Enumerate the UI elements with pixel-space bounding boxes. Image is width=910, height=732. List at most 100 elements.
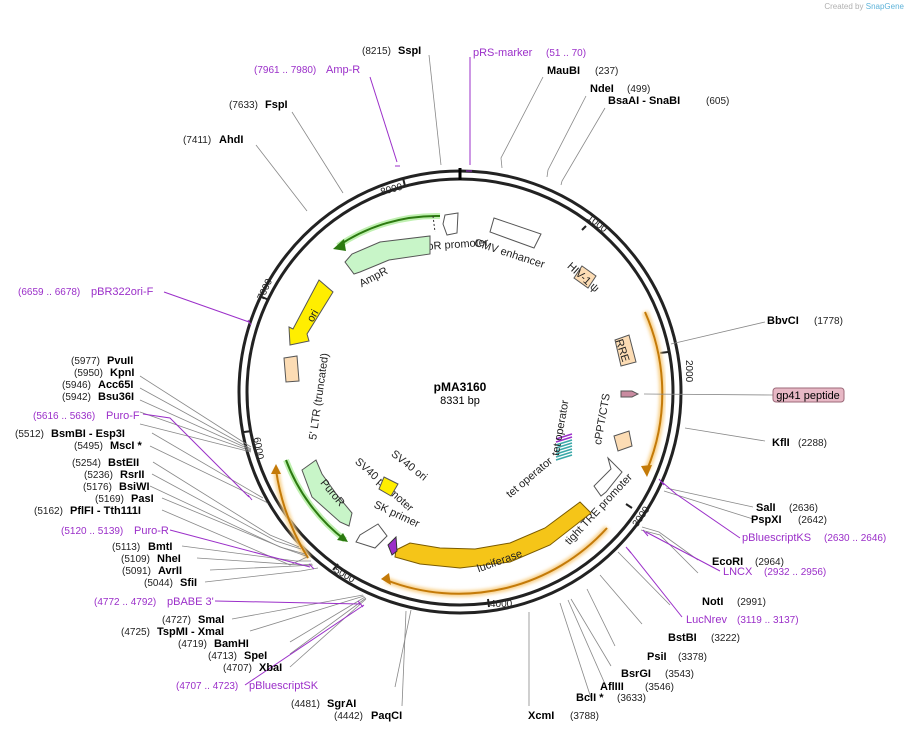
svg-text:KpnI: KpnI: [110, 367, 134, 379]
enzyme-pasi: (5169)PasI: [95, 493, 154, 505]
svg-text:BsaAI - SnaBI: BsaAI - SnaBI: [608, 95, 680, 107]
tick-2000: 2000: [659, 351, 694, 383]
svg-text:(4707 .. 4723): (4707 .. 4723): [176, 681, 238, 692]
primer-leaders: [142, 57, 741, 686]
enzyme-ecori: EcoRI(2964): [712, 556, 784, 568]
svg-text:XbaI: XbaI: [259, 662, 282, 674]
feature-gp41: [620, 390, 640, 398]
svg-text:(4713): (4713): [208, 651, 237, 662]
svg-text:BbvCI: BbvCI: [767, 315, 799, 327]
primer-puro-r: (5120 .. 5139)Puro-R: [61, 525, 169, 537]
tick-label-2000: 2000: [683, 360, 694, 383]
enzyme-bbvci: BbvCI (1778): [767, 315, 843, 327]
svg-text:SgrAI: SgrAI: [327, 698, 356, 710]
feature-tet-operators: tet operator tet operator: [504, 399, 573, 501]
svg-text:(4481): (4481): [291, 699, 320, 710]
tick-label-5000: 5000: [332, 565, 357, 586]
svg-text:pBR322ori-F: pBR322ori-F: [91, 286, 154, 298]
svg-text:(5120 .. 5139): (5120 .. 5139): [61, 526, 123, 537]
primer-pbabe-3: (4772 .. 4792)pBABE 3': [94, 596, 214, 608]
svg-text:PaqCI: PaqCI: [371, 710, 402, 722]
svg-text:BstEII: BstEII: [108, 457, 139, 469]
tick-label-6000: 6000: [251, 437, 266, 461]
feature-ampr: AmpR: [344, 235, 431, 290]
svg-text:SspI: SspI: [398, 45, 421, 57]
primer-prs-marker: pRS-marker (51 .. 70): [473, 47, 586, 59]
svg-text:(605): (605): [706, 96, 729, 107]
feature-cmv-enhancer: CMV enhancer: [473, 217, 546, 271]
svg-text:NheI: NheI: [157, 553, 181, 565]
svg-text:SfiI: SfiI: [180, 577, 197, 589]
svg-text:(3222): (3222): [711, 633, 740, 644]
enzyme-kpni: (5950)KpnI: [74, 367, 134, 379]
enzyme-sgrai: (4481) SgrAI: [291, 698, 356, 710]
svg-text:pRS-marker: pRS-marker: [473, 47, 533, 59]
svg-text:Acc65I: Acc65I: [98, 379, 133, 391]
svg-text:(4719): (4719): [178, 639, 207, 650]
svg-text:(3546): (3546): [645, 682, 674, 693]
backbone: [237, 168, 683, 615]
feature-5-ltr: 5' LTR (truncated): [283, 352, 331, 441]
svg-text:(5236): (5236): [84, 470, 113, 481]
svg-text:AhdI: AhdI: [219, 134, 243, 146]
svg-text:(1778): (1778): [814, 316, 843, 327]
feature-cppt: cPPT/CTS: [592, 393, 633, 452]
svg-text:PflFI - Tth111I: PflFI - Tth111I: [70, 505, 141, 517]
svg-text:(2636): (2636): [789, 503, 818, 514]
primer-lucnrev: LucNrev(3119 .. 3137): [686, 614, 799, 626]
green-arcs: [283, 212, 441, 543]
svg-text:(5176): (5176): [83, 482, 112, 493]
enzyme-bamhi: (4719) BamHI: [178, 638, 249, 650]
svg-text:(51 .. 70): (51 .. 70): [546, 48, 586, 59]
feature-rre: RRE: [613, 334, 637, 367]
svg-text:pBluescriptSK: pBluescriptSK: [249, 680, 319, 692]
svg-text:(4707): (4707): [223, 663, 252, 674]
feature-ori: ori: [288, 279, 334, 346]
svg-text:BsrGI: BsrGI: [621, 668, 651, 680]
enzyme-ndei: NdeI(499): [590, 83, 650, 95]
svg-text:(7961 .. 7980): (7961 .. 7980): [254, 65, 316, 76]
enzyme-bsaai: BsaAI - SnaBI (605): [608, 95, 729, 107]
enzyme-bsu36i: (5942)Bsu36I: [62, 391, 134, 403]
enzyme-kfli: KflI(2288): [772, 437, 827, 449]
sv40-ori-label: SV40 ori: [389, 448, 430, 483]
enzyme-sspi: (8215)SspI: [362, 45, 421, 57]
primer-labels: pRS-marker (51 .. 70) (7961 .. 7980) Amp-R…: [18, 47, 886, 692]
svg-text:(4772 .. 4792): (4772 .. 4792): [94, 597, 156, 608]
tick-4000: 4000: [487, 598, 513, 610]
svg-text:(5109): (5109): [121, 554, 150, 565]
primer-amp-r: (7961 .. 7980) Amp-R: [254, 64, 360, 76]
enzyme-bstbi: BstBI(3222): [668, 632, 740, 644]
svg-text:SmaI: SmaI: [198, 614, 224, 626]
svg-text:(5495): (5495): [74, 441, 103, 452]
leader-lines: [139, 54, 766, 707]
enzyme-bsteii: (5254)BstEII: [72, 457, 139, 469]
svg-text:(5044): (5044): [144, 578, 173, 589]
enzyme-acc65i: (5946) Acc65I: [62, 379, 133, 391]
svg-text:BsiWI: BsiWI: [119, 481, 150, 493]
svg-text:BamHI: BamHI: [214, 638, 249, 650]
svg-text:(2932 .. 2956): (2932 .. 2956): [764, 567, 826, 578]
enzyme-rsrii: (5236)RsrII: [84, 469, 144, 481]
svg-text:AflIII: AflIII: [600, 681, 624, 693]
enzyme-ahdi: (7411) AhdI: [183, 134, 243, 146]
svg-text:PsiI: PsiI: [647, 651, 667, 663]
svg-text:LucNrev: LucNrev: [686, 614, 727, 626]
svg-text:Amp-R: Amp-R: [326, 64, 360, 76]
enzyme-sali: SalI(2636): [756, 502, 818, 514]
ltr-label: 5' LTR (truncated): [307, 352, 331, 440]
svg-text:MscI *: MscI *: [110, 440, 143, 452]
svg-text:(7633): (7633): [229, 100, 258, 111]
svg-text:(2630 .. 2646): (2630 .. 2646): [824, 533, 886, 544]
svg-text:(5946): (5946): [62, 380, 91, 391]
svg-text:(2642): (2642): [798, 515, 827, 526]
enzyme-bsrgi: BsrGI(3543): [621, 668, 694, 680]
svg-text:(7411): (7411): [183, 135, 211, 146]
enzyme-noti: NotI(2991): [702, 596, 766, 608]
svg-text:(5977): (5977): [71, 356, 100, 367]
enzyme-pflfi: (5162)PflFI - Tth111I: [34, 505, 141, 517]
enzyme-msci: (5495) MscI *: [74, 440, 143, 452]
svg-text:TspMI - XmaI: TspMI - XmaI: [157, 626, 224, 638]
svg-text:NdeI: NdeI: [590, 83, 614, 95]
svg-text:FspI: FspI: [265, 99, 288, 111]
